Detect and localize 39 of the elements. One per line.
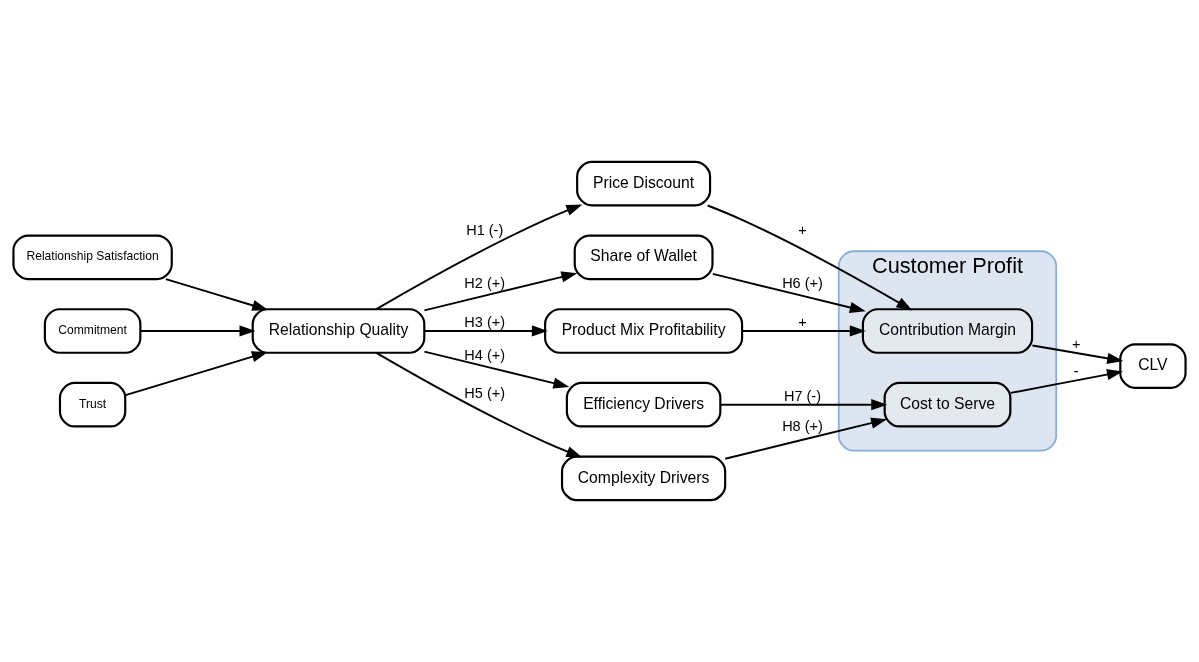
arrow [706, 204, 913, 311]
arrow [1009, 369, 1123, 394]
node-box: Product Mix Profitability [544, 308, 744, 354]
node-box: Complexity Drivers [560, 455, 727, 502]
edge-label: H5 (+) [464, 385, 506, 402]
edge-label: H3 (+) [464, 313, 506, 330]
arrow [719, 399, 888, 411]
edge-label: H4 (+) [464, 346, 506, 363]
edge-label: + [798, 222, 807, 239]
arrow [1031, 344, 1124, 364]
arrow [423, 325, 548, 337]
node-box: Relationship Quality [251, 308, 426, 354]
node-box: Relationship Satisfaction [12, 234, 173, 281]
arrow [711, 272, 866, 313]
node-box: Cost to Serve [883, 381, 1012, 428]
arrow [375, 351, 583, 458]
node-box: Contribution Margin [861, 308, 1034, 354]
edge-label: H6 (+) [782, 275, 823, 292]
node-box: CLV [1119, 343, 1187, 389]
edge-label: - [1073, 363, 1079, 380]
arrow [164, 278, 269, 311]
edge-label: H7 (-) [783, 387, 822, 404]
node-box: Price Discount [576, 160, 712, 207]
node-box: Trust [58, 381, 127, 428]
node-box: Commitment [43, 308, 142, 354]
edge-label: + [798, 313, 807, 330]
edge-label: H2 (+) [464, 275, 506, 292]
arrow [124, 351, 268, 397]
edge-label: + [1071, 335, 1081, 352]
edge-label: H1 (-) [466, 222, 504, 239]
node-box: Efficiency Drivers [565, 381, 722, 428]
arrow [423, 350, 570, 389]
arrow [724, 417, 888, 460]
node-box: Share of Wallet [573, 234, 714, 281]
arrow [741, 325, 866, 337]
arrow [139, 325, 256, 337]
edge-label: H8 (+) [782, 417, 823, 434]
arrow [375, 204, 583, 311]
arrow [423, 271, 578, 312]
